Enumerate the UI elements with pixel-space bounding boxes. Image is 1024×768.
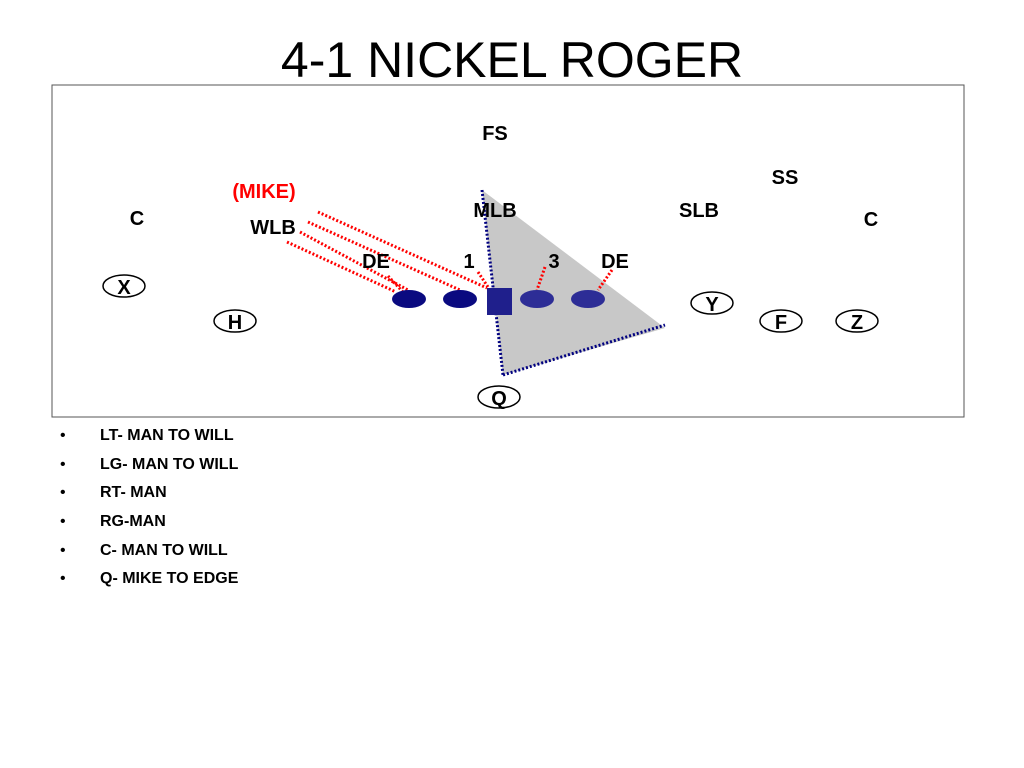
- list-item: • LT- MAN TO WILL: [58, 424, 238, 453]
- player-f-label: F: [775, 312, 787, 334]
- player-y: Y: [690, 291, 734, 316]
- player-h-label: H: [228, 312, 242, 334]
- list-item: • RG-MAN: [58, 510, 238, 539]
- list-item: • LG- MAN TO WILL: [58, 453, 238, 482]
- left-guard: [443, 290, 477, 308]
- bullet-icon: •: [60, 570, 66, 588]
- bullet-icon: •: [60, 455, 66, 473]
- right-guard: [520, 290, 554, 308]
- zone-edge-bottom: [502, 323, 666, 377]
- assignment-list: • LT- MAN TO WILL • LG- MAN TO WILL • RT- M…: [58, 424, 238, 596]
- left-tackle: [392, 290, 426, 308]
- corner-left-label: C: [130, 208, 144, 230]
- blocking-paths: [286, 210, 614, 294]
- weak-linebacker-label: WLB: [250, 217, 296, 239]
- rt-block-path: [596, 269, 614, 291]
- corner-right-label: C: [864, 209, 878, 231]
- player-f: F: [759, 309, 803, 334]
- list-item: • C- MAN TO WILL: [58, 539, 238, 568]
- bullet-icon: •: [60, 513, 66, 531]
- player-z-label: Z: [851, 312, 863, 334]
- list-item: • Q- MIKE TO EDGE: [58, 567, 238, 596]
- strong-linebacker-label: SLB: [679, 200, 719, 222]
- list-item: • RT- MAN: [58, 481, 238, 510]
- rg-block-path: [535, 266, 547, 291]
- strong-safety-label: SS: [772, 167, 799, 189]
- coverage-zone: [482, 190, 665, 375]
- free-safety-label: FS: [482, 123, 508, 145]
- center: [487, 288, 512, 315]
- player-y-label: Y: [705, 294, 719, 316]
- bullet-icon: •: [60, 427, 66, 444]
- one-technique-label: 1: [463, 251, 474, 273]
- player-x: X: [102, 274, 146, 299]
- player-q-label: Q: [491, 388, 507, 410]
- middle-linebacker-label: MLB: [473, 200, 516, 222]
- assignment-rt: RT- MAN: [100, 484, 167, 502]
- defensive-end-right-label: DE: [601, 251, 629, 273]
- player-x-label: X: [117, 277, 131, 299]
- bullet-icon: •: [60, 484, 66, 502]
- defensive-end-left-label: DE: [362, 251, 390, 273]
- slide-title: 4-1 NICKEL ROGER: [280, 32, 744, 88]
- player-h: H: [213, 309, 257, 334]
- c-block-path: [299, 230, 409, 292]
- right-tackle: [571, 290, 605, 308]
- player-q: Q: [477, 385, 521, 410]
- lt-block-path: [317, 210, 488, 290]
- three-technique-label: 3: [548, 251, 559, 273]
- player-z: Z: [835, 309, 879, 334]
- assignment-rg: RG-MAN: [100, 513, 166, 531]
- assignment-c: C- MAN TO WILL: [100, 541, 228, 559]
- bullet-icon: •: [60, 541, 66, 559]
- assignment-lg: LG- MAN TO WILL: [100, 455, 239, 473]
- mike-tag-label: (MIKE): [232, 181, 295, 203]
- assignment-lt: LT- MAN TO WILL: [100, 427, 234, 444]
- assignment-q: Q- MIKE TO EDGE: [100, 570, 239, 588]
- zone-edge-left: [480, 189, 505, 376]
